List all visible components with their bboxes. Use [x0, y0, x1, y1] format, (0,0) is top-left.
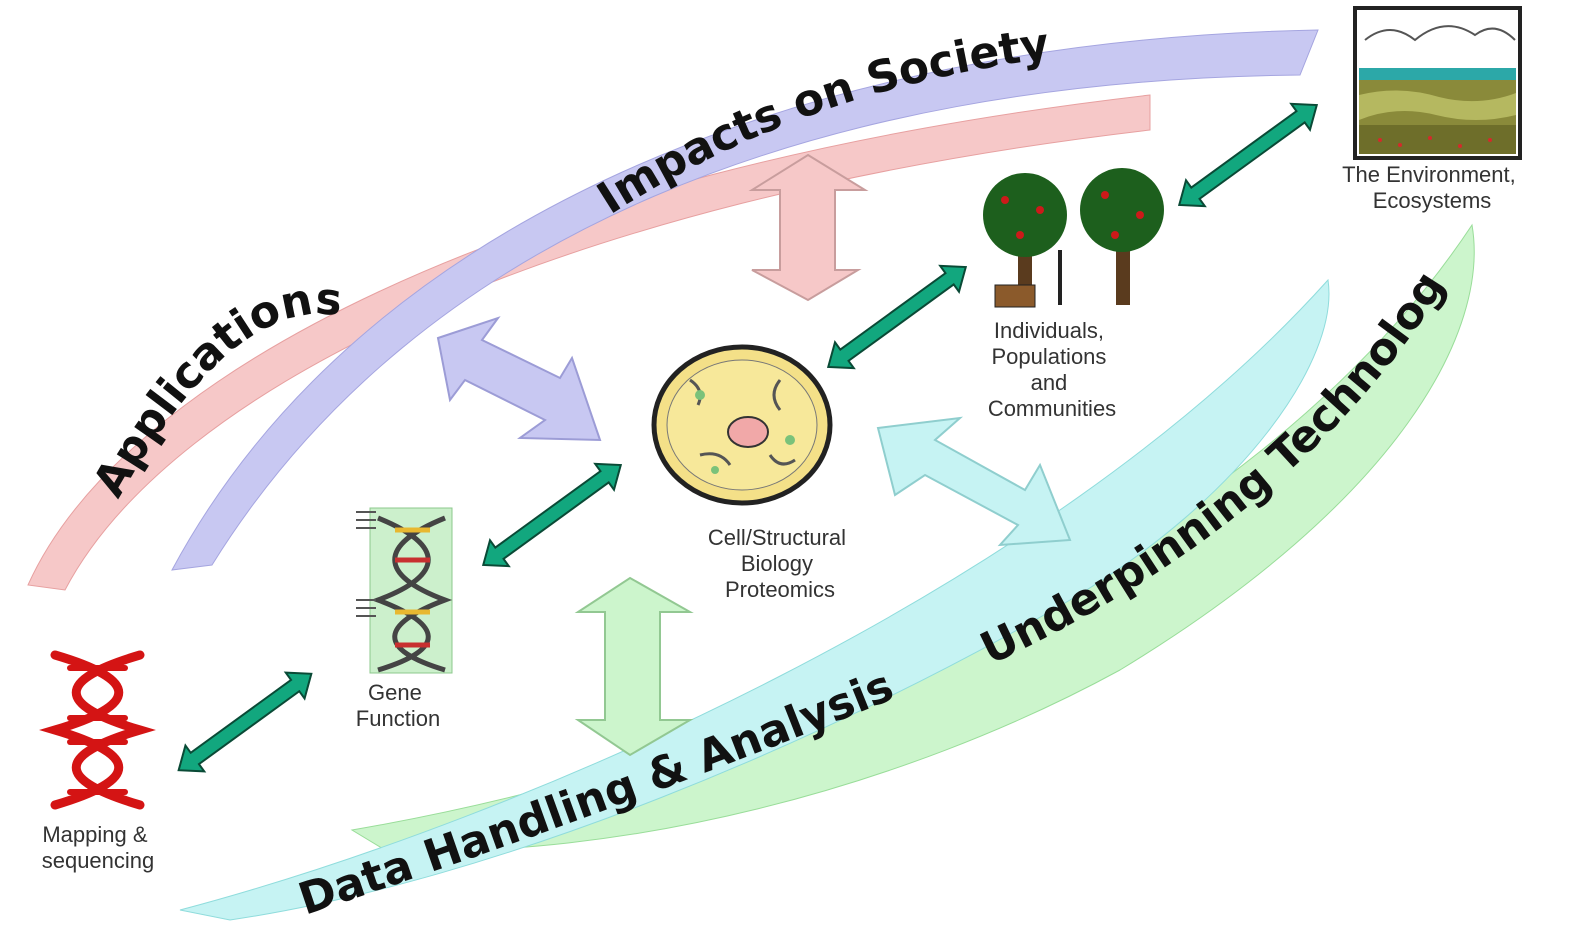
applications-band [27, 94, 1151, 591]
dna-helix-icon [39, 650, 156, 810]
landscape-icon [1353, 6, 1522, 160]
society-to-cell-arrow [436, 316, 602, 442]
individuals-label: Individuals, Populations and Communities [988, 318, 1116, 421]
impacts-to-cell-arrow [748, 153, 869, 302]
gene-function-icon [356, 507, 453, 674]
analysis-to-cell-arrow [574, 576, 694, 757]
mapping-label: Mapping & sequencing [42, 822, 155, 873]
cell-individuals-link-arrow [826, 264, 968, 370]
mapping-gene-link-arrow [177, 671, 313, 773]
technology-to-cell-arrow [876, 416, 1072, 547]
gene-function-label: Gene Function [356, 680, 440, 731]
gene-cell-link-arrow [481, 462, 623, 568]
impacts-band [171, 29, 1319, 571]
cell-icon [651, 344, 833, 506]
trees-community-icon [983, 168, 1164, 308]
environment-label: The Environment, Ecosystems [1342, 162, 1522, 213]
individuals-environment-link-arrow [1177, 102, 1319, 208]
cell-label: Cell/Structural Biology Proteomics [708, 525, 852, 602]
